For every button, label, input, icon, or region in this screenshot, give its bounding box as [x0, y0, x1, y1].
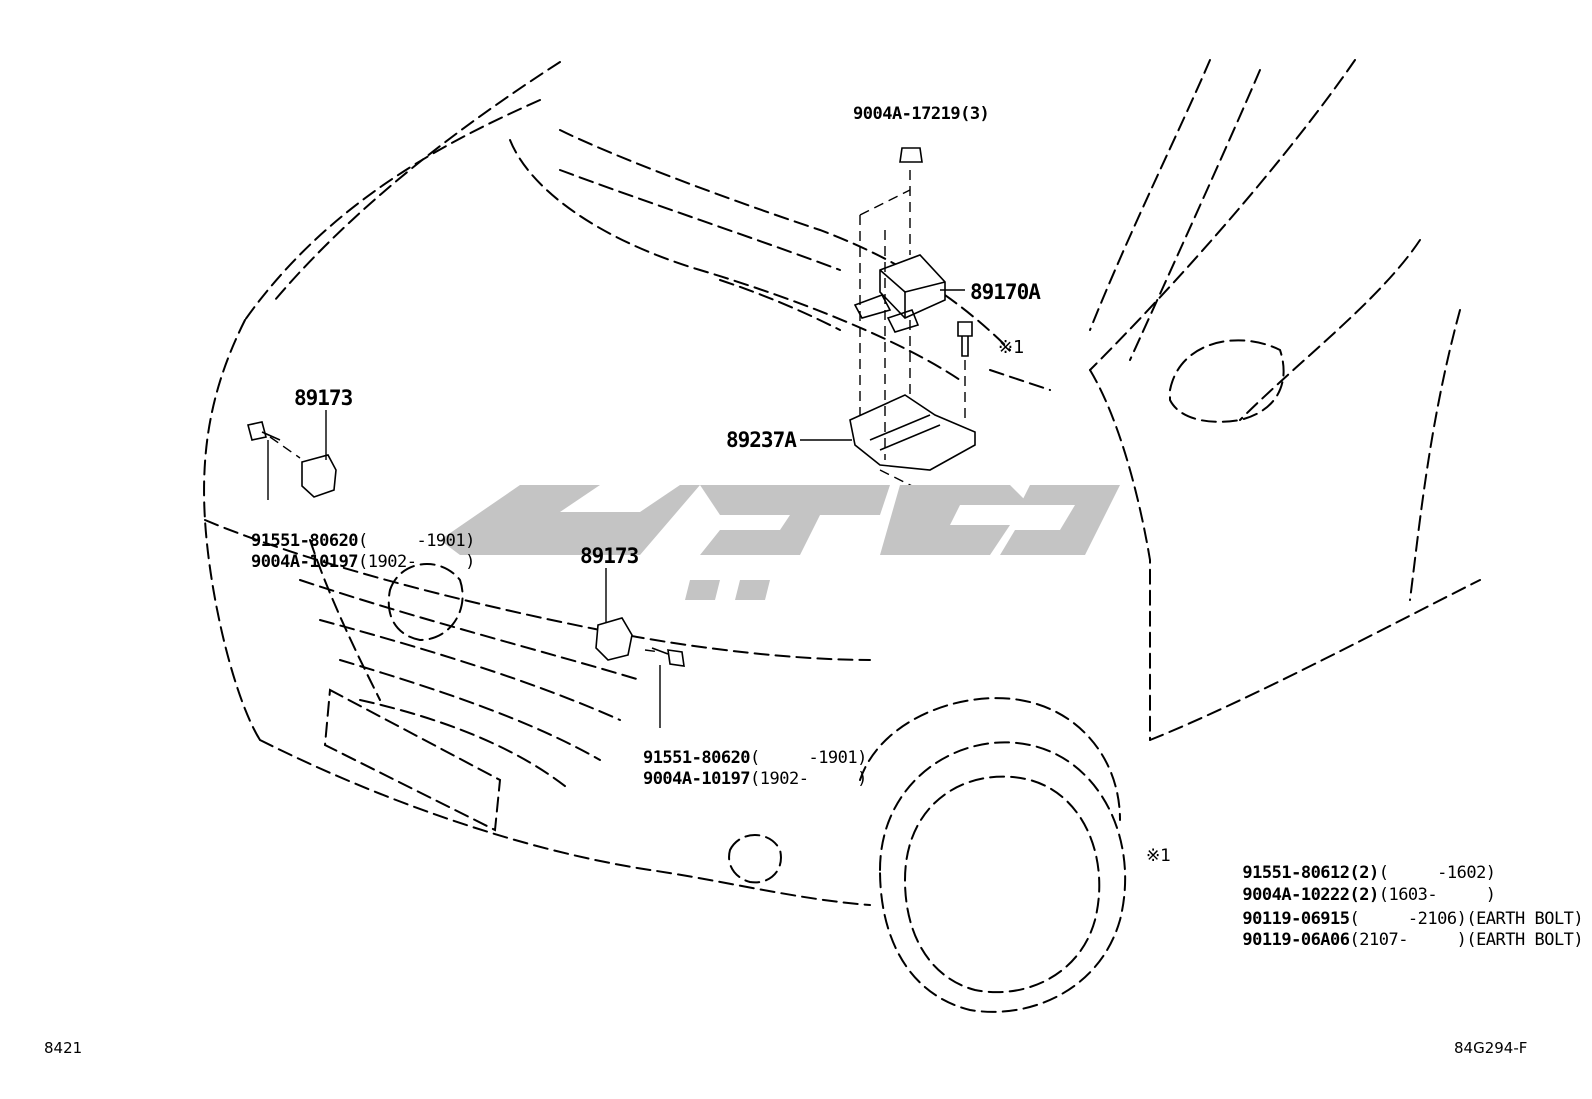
- car-body-phantom-lines: [203, 59, 1481, 1013]
- center-bolt-label-1: 91551-80620( -1901): [604, 733, 867, 784]
- sensor-bracket-shape: [849, 394, 976, 471]
- component-symbols: [247, 147, 976, 667]
- center-bolt-2-pn: 9004A-10197: [642, 769, 751, 789]
- left-bolt-label-1: 91551-80620( -1901): [212, 516, 475, 567]
- sensor-bracket-label: 89237A: [726, 428, 797, 452]
- footer-right-code: 84G294-F: [1454, 1039, 1528, 1057]
- note-row-3-pn: 90119-06915: [1242, 909, 1350, 929]
- nut-shape: [899, 147, 923, 163]
- left-bolt-2-pn: 9004A-10197: [250, 552, 359, 572]
- note-row-2-detail: (1603- ): [1378, 885, 1496, 905]
- note-row-1: 91551-80612(2)( -1602): [1184, 848, 1496, 899]
- airbag-sensor-shape: [879, 254, 946, 319]
- left-sensor-shape: [301, 454, 337, 498]
- note-row-2: 9004A-10222(2)(1603- ): [1184, 870, 1496, 921]
- airbag-sensor-assy-label: 89170A: [970, 280, 1041, 304]
- note-mark: ※1: [1146, 846, 1172, 866]
- sensor-top-nut-label: 9004A-17219(3): [853, 104, 990, 124]
- note-row-4: 90119-06A06(2107- )(EARTH BOLT): [1184, 915, 1583, 966]
- note-row-3: 90119-06915( -2106)(EARTH BOLT): [1184, 894, 1583, 945]
- center-sensor-shape: [595, 617, 633, 661]
- footer-left-code: 8421: [44, 1039, 83, 1057]
- center-bolt-1-pn: 91551-80620: [642, 748, 751, 768]
- note-row-4-pn: 90119-06A06: [1242, 930, 1350, 950]
- front-sensor-center-label: 89173: [580, 544, 639, 568]
- note-row-1-detail: ( -1602): [1378, 863, 1496, 883]
- front-sensor-left-label: 89173: [294, 386, 353, 410]
- center-bolt-1-range: ( -1901): [750, 748, 867, 768]
- note-row-4-detail: (2107- )(EARTH BOLT): [1349, 930, 1584, 950]
- left-bolt-label-2: 9004A-10197(1902- ): [212, 537, 475, 588]
- note-ref-1-label: ※1: [998, 337, 1025, 358]
- note-row-3-detail: ( -2106)(EARTH BOLT): [1349, 909, 1584, 929]
- left-bolt-1-range: ( -1901): [358, 531, 475, 551]
- note-row-1-pn: 91551-80612(2): [1242, 863, 1379, 883]
- center-bolt-2-range: (1902- ): [750, 769, 867, 789]
- center-bolt-label-2: 9004A-10197(1902- ): [604, 754, 867, 805]
- note-row-2-pn: 9004A-10222(2): [1242, 885, 1379, 905]
- left-bolt-2-range: (1902- ): [358, 552, 475, 572]
- left-bolt-1-pn: 91551-80620: [250, 531, 359, 551]
- leader-lines: [267, 289, 965, 728]
- watermark-logo: [440, 485, 1120, 600]
